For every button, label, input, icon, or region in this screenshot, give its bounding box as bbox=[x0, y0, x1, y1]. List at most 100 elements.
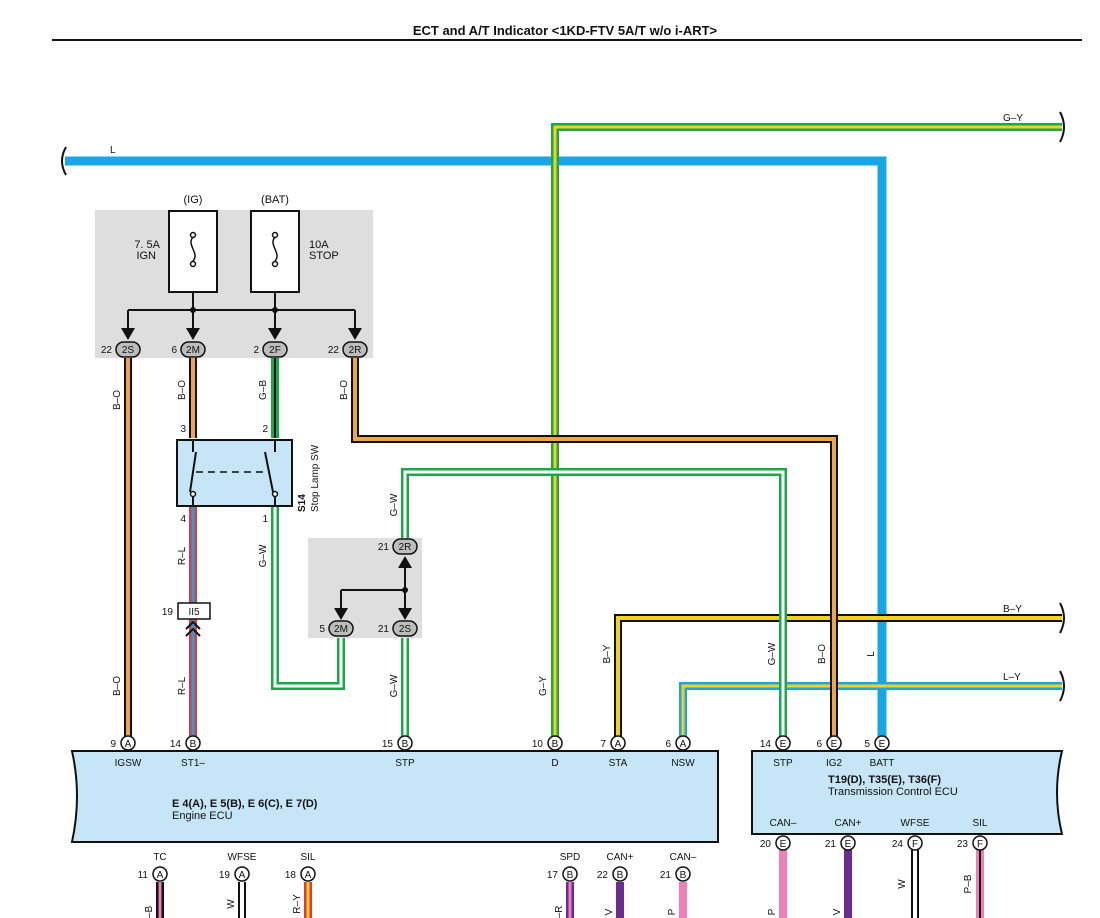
svg-text:9: 9 bbox=[110, 739, 116, 750]
svg-text:2M: 2M bbox=[186, 345, 200, 356]
svg-text:–B: –B bbox=[144, 906, 155, 918]
transmission-ecu bbox=[751, 750, 1064, 835]
wire-break-left bbox=[61, 146, 67, 176]
tcm-name: Transmission Control ECU bbox=[828, 786, 958, 798]
wire-code-rl-1: R–L bbox=[177, 546, 188, 565]
ecu-pin-can-minus: CAN– B 21 P bbox=[660, 852, 697, 915]
ecu-pin-spd: SPD B 17 –R bbox=[547, 852, 580, 918]
fuse-connector-2f: 2F 2 bbox=[253, 341, 288, 358]
svg-text:II5: II5 bbox=[188, 607, 200, 618]
svg-text:21: 21 bbox=[378, 542, 390, 553]
wire-break-ly bbox=[1059, 670, 1065, 702]
svg-text:B: B bbox=[567, 870, 574, 881]
diagram-title: ECT and A/T Indicator <1KD-FTV 5A/T w/o … bbox=[413, 23, 718, 38]
svg-text:E: E bbox=[780, 839, 787, 850]
wire-code-gw-2: G–W bbox=[389, 493, 400, 516]
ecu-pin-nsw: A 6 NSW bbox=[665, 735, 695, 769]
wire-label-by-right: B–Y bbox=[1003, 604, 1022, 615]
svg-text:A: A bbox=[239, 870, 246, 881]
svg-text:B: B bbox=[680, 870, 687, 881]
wire-code-by: B–Y bbox=[602, 644, 613, 663]
ecu-pin-stp: B 15 STP bbox=[382, 735, 415, 769]
svg-text:CAN–: CAN– bbox=[770, 818, 797, 829]
svg-text:B: B bbox=[190, 739, 197, 750]
svg-text:F: F bbox=[977, 839, 983, 850]
svg-text:A: A bbox=[615, 739, 622, 750]
wire-code-bo-2: B–O bbox=[177, 380, 188, 400]
svg-text:15: 15 bbox=[382, 739, 394, 750]
splice-connector-ii5: II5 19 bbox=[162, 602, 211, 637]
fuse-panel bbox=[95, 210, 373, 358]
fuse-ign-rating: 7. 5A bbox=[134, 239, 160, 251]
svg-text:A: A bbox=[305, 870, 312, 881]
junction-connector-2m: 2M 5 bbox=[319, 620, 354, 637]
svg-text:WFSE: WFSE bbox=[901, 818, 930, 829]
wire-label-gy-top: G–Y bbox=[1003, 113, 1023, 124]
svg-text:E: E bbox=[879, 739, 886, 750]
wire-ly bbox=[679, 682, 1062, 737]
wire-bo-ig2 bbox=[351, 358, 838, 737]
ecu-pin-tc: TC A 11 –B bbox=[138, 852, 168, 918]
svg-text:2R: 2R bbox=[349, 345, 362, 356]
svg-text:19: 19 bbox=[219, 870, 231, 881]
svg-text:14: 14 bbox=[760, 739, 772, 750]
svg-text:B: B bbox=[617, 870, 624, 881]
svg-text:CAN+: CAN+ bbox=[607, 852, 634, 863]
svg-text:5: 5 bbox=[319, 624, 325, 635]
ecu-bottom-wires bbox=[156, 882, 687, 918]
engine-ecu-name: Engine ECU bbox=[172, 810, 233, 822]
fuse-stop-rating: 10A bbox=[309, 239, 329, 251]
stop-lamp-pin-4: 4 bbox=[180, 514, 186, 525]
svg-text:IG2: IG2 bbox=[826, 758, 843, 769]
ecu-pin-can-plus: CAN+ B 22 V bbox=[597, 852, 634, 915]
svg-text:2R: 2R bbox=[399, 542, 412, 553]
ecu-pin-sil: SIL A 18 R–Y bbox=[285, 852, 316, 914]
wire-code-bo-5: B–O bbox=[817, 644, 828, 664]
svg-text:F: F bbox=[912, 839, 918, 850]
svg-text:24: 24 bbox=[892, 839, 904, 850]
svg-text:19: 19 bbox=[162, 607, 174, 618]
fuse-connector-2r: 2R 22 bbox=[328, 341, 368, 358]
wire-gw-stoplamp bbox=[271, 506, 345, 690]
svg-text:6: 6 bbox=[171, 345, 177, 356]
svg-text:B: B bbox=[552, 739, 559, 750]
fuse-stop bbox=[250, 210, 300, 310]
svg-text:B: B bbox=[402, 739, 409, 750]
wire-code-bo-4: B–O bbox=[112, 676, 123, 696]
wire-code-bo-1: B–O bbox=[112, 390, 123, 410]
fuse-bus bbox=[127, 307, 356, 330]
svg-text:22: 22 bbox=[597, 870, 609, 881]
svg-text:2S: 2S bbox=[122, 345, 135, 356]
ecu-pin-st1: B 14 ST1– bbox=[170, 735, 205, 769]
stop-lamp-code: S14 bbox=[297, 494, 308, 512]
svg-text:22: 22 bbox=[101, 345, 113, 356]
engine-ecu bbox=[70, 750, 719, 843]
svg-text:2: 2 bbox=[253, 345, 259, 356]
stop-lamp-name: Stop Lamp SW bbox=[310, 444, 321, 512]
svg-text:14: 14 bbox=[170, 739, 182, 750]
wire-code-bo-3: B–O bbox=[339, 380, 350, 400]
svg-text:A: A bbox=[157, 870, 164, 881]
svg-text:D: D bbox=[551, 758, 558, 769]
svg-text:V: V bbox=[832, 908, 843, 915]
ecu-pin-d: B 10 D bbox=[532, 735, 563, 769]
svg-text:R–Y: R–Y bbox=[292, 894, 303, 914]
svg-text:6: 6 bbox=[665, 739, 671, 750]
svg-text:W: W bbox=[226, 899, 237, 909]
svg-text:BATT: BATT bbox=[870, 758, 895, 769]
wire-by bbox=[614, 614, 1062, 737]
svg-text:2M: 2M bbox=[334, 624, 348, 635]
engine-ecu-codes: E 4(A), E 5(B), E 6(C), E 7(D) bbox=[172, 798, 318, 810]
ecu-pin-igsw: A 9 IGSW bbox=[110, 735, 142, 769]
tcm-pin-wfse: WFSE F 24 W bbox=[892, 818, 930, 889]
fuse-connector-2s: 2S 22 bbox=[101, 341, 141, 358]
svg-text:A: A bbox=[125, 739, 132, 750]
svg-text:STP: STP bbox=[395, 758, 415, 769]
wire-code-l: L bbox=[866, 651, 877, 657]
junction-connector-2s: 2S 21 bbox=[378, 620, 418, 637]
svg-text:21: 21 bbox=[660, 870, 672, 881]
wire-label-ly-right: L–Y bbox=[1003, 672, 1021, 683]
svg-text:17: 17 bbox=[547, 870, 559, 881]
ecu-pin-wfse: WFSE A 19 W bbox=[219, 852, 257, 909]
fuse-bat-label: (BAT) bbox=[261, 194, 289, 206]
